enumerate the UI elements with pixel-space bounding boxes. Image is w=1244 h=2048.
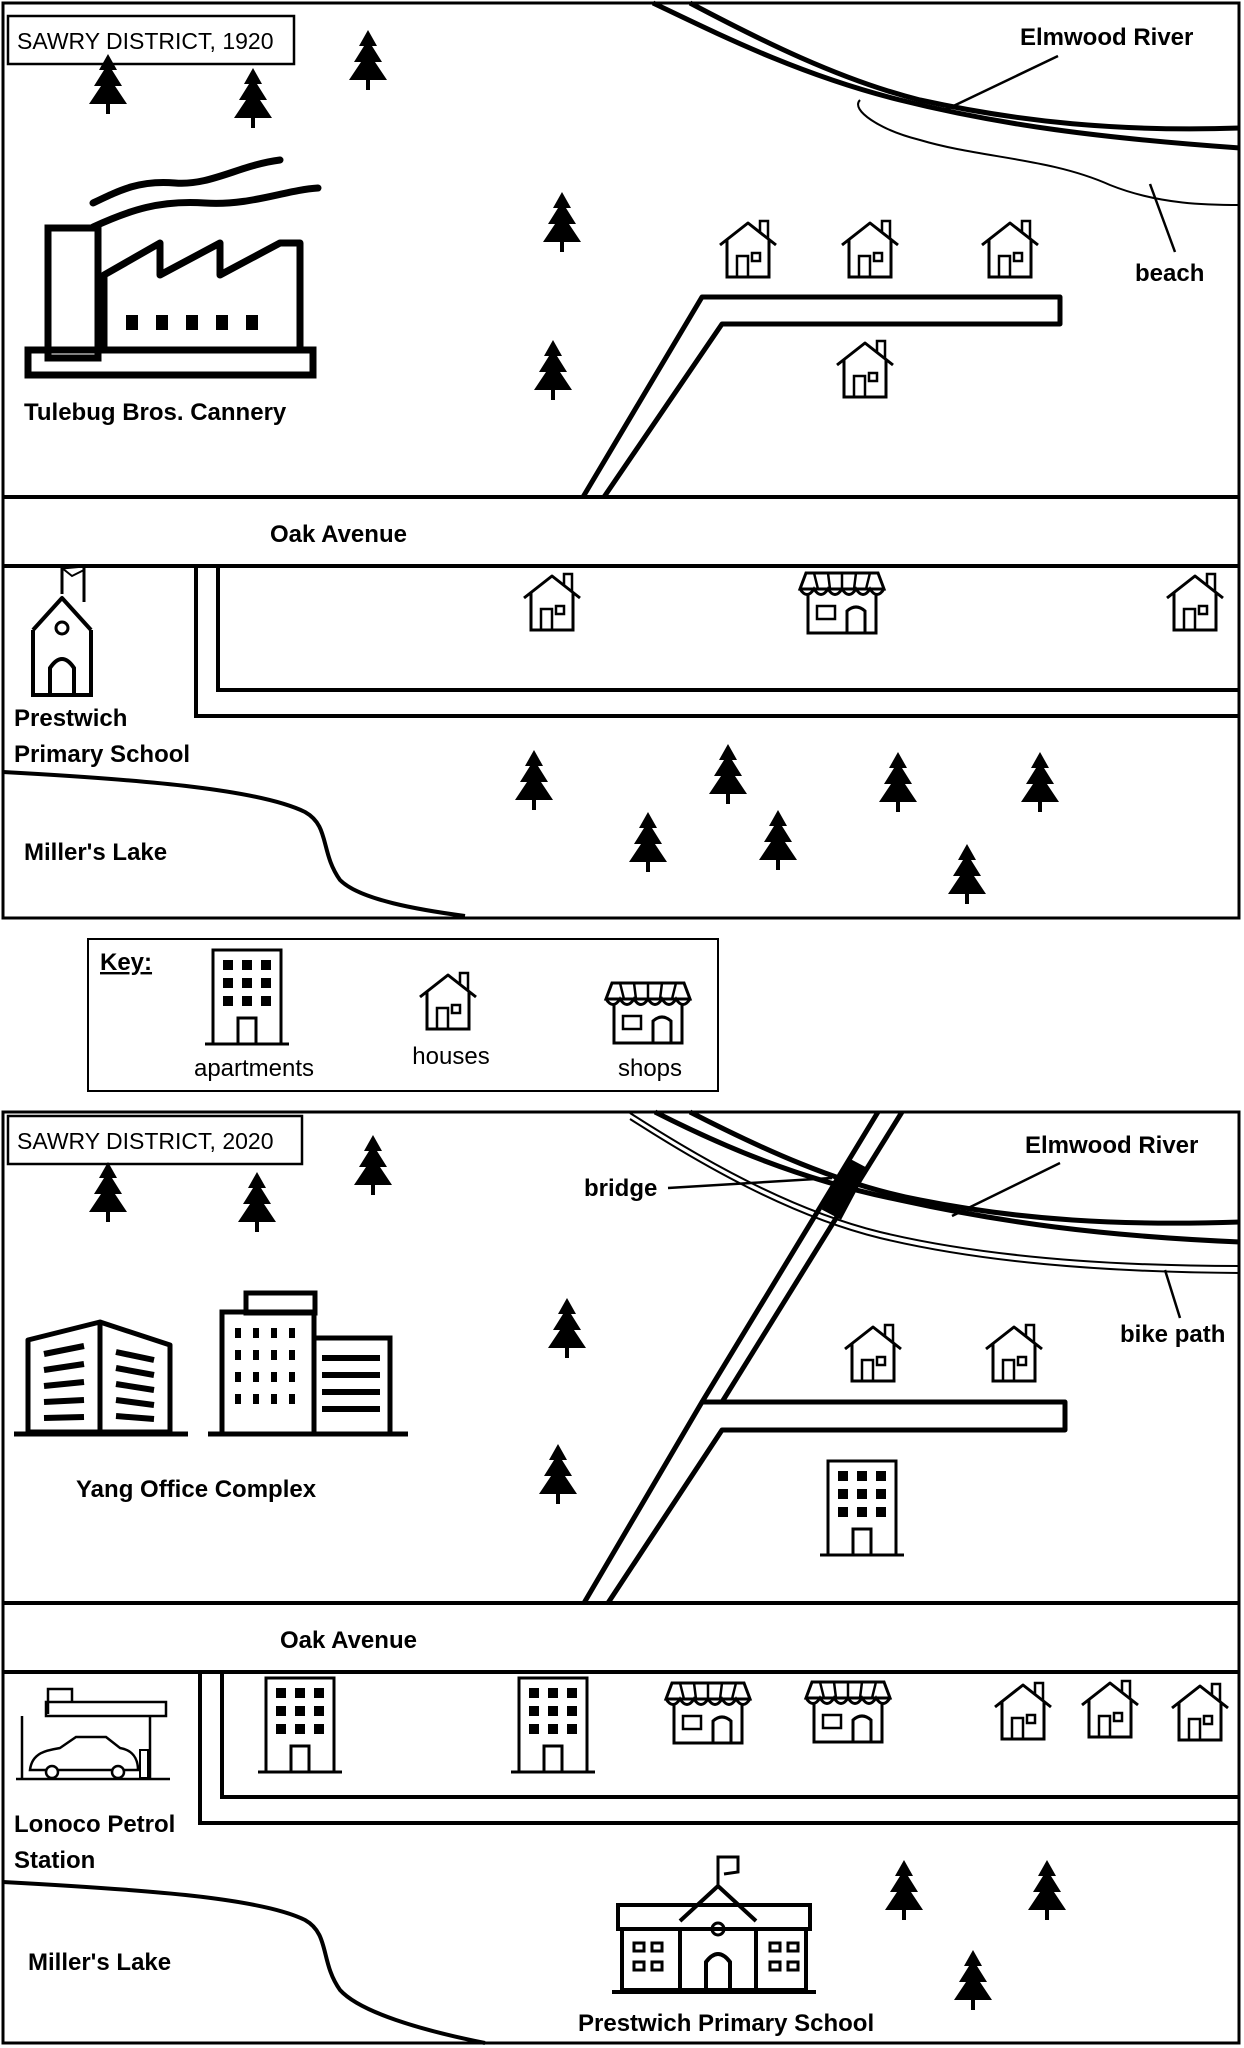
house-icon	[1080, 1679, 1140, 1739]
house-icon	[1170, 1682, 1230, 1742]
tree	[948, 844, 986, 904]
key-houses-label: houses	[412, 1043, 489, 1070]
house-icon	[980, 219, 1040, 279]
school-icon-1920	[31, 564, 93, 697]
office-complex-label: Yang Office Complex	[76, 1476, 317, 1503]
key-heading: Key:	[100, 949, 152, 976]
elmwood-river-2020	[629, 1109, 1241, 1274]
apartment-icon	[818, 1459, 906, 1557]
shop-icon	[664, 1681, 752, 1745]
side-road-2020	[581, 1110, 1068, 1605]
tree	[885, 1860, 923, 1920]
elmwood-river-1920	[651, 0, 1241, 206]
tree	[1021, 752, 1059, 812]
map-2020-frame	[1, 1110, 1241, 2045]
side-road-1920	[580, 294, 1063, 499]
elmwood-river-label-1920: Elmwood River	[1020, 24, 1193, 51]
house-icon	[835, 339, 895, 399]
shop-icon	[798, 571, 886, 635]
shops-icon	[604, 981, 692, 1045]
tree	[543, 192, 581, 252]
house-icon	[718, 219, 778, 279]
house-icon	[984, 1323, 1044, 1383]
trees-2020	[89, 1135, 1066, 2010]
key-apartments-label: apartments	[194, 1055, 314, 1082]
lake-label-2020: Miller's Lake	[28, 1949, 171, 1976]
map-1920-frame	[1, 1, 1241, 920]
school-label-1920: Prestwich Primary School	[14, 705, 190, 768]
tree	[354, 1135, 392, 1195]
bridge-icon	[821, 1158, 869, 1220]
house-icon	[522, 572, 582, 632]
tree	[759, 810, 797, 870]
apartments-icon	[203, 948, 291, 1046]
elmwood-river-label-2020: Elmwood River	[1025, 1132, 1198, 1159]
house-icon	[840, 219, 900, 279]
tree	[89, 1162, 127, 1222]
tree	[349, 30, 387, 90]
apartment-icon	[256, 1676, 344, 1774]
tree	[879, 752, 917, 812]
tree	[954, 1950, 992, 2010]
school-label-2020: Prestwich Primary School	[578, 2010, 874, 2037]
bridge-label: bridge	[584, 1175, 657, 1202]
bike-path-label: bike path	[1120, 1321, 1225, 1348]
tree	[515, 750, 553, 810]
houses-icon	[418, 971, 478, 1031]
apartment-icon	[509, 1676, 597, 1774]
office-complex-icon	[14, 1290, 408, 1437]
cannery-label: Tulebug Bros. Cannery	[24, 399, 287, 426]
oak-avenue-label-2020: Oak Avenue	[280, 1627, 417, 1654]
oak-avenue-label-1920: Oak Avenue	[270, 521, 407, 548]
tree	[709, 744, 747, 804]
school-icon-2020	[612, 1855, 816, 1994]
tree	[548, 1298, 586, 1358]
trees-1920	[89, 30, 1059, 904]
petrol-station-icon	[16, 1687, 170, 1781]
key-shops-label: shops	[618, 1055, 682, 1082]
lake-label-1920: Miller's Lake	[24, 839, 167, 866]
beach-label: beach	[1135, 260, 1204, 287]
tree	[629, 812, 667, 872]
house-icon	[993, 1681, 1053, 1741]
petrol-station-label: Lonoco Petrol Station	[14, 1811, 182, 1874]
map-2020-title: SAWRY DISTRICT, 2020	[17, 1128, 274, 1154]
tree	[1028, 1860, 1066, 1920]
house-icon	[843, 1323, 903, 1383]
tree	[238, 1172, 276, 1232]
map-1920: SAWRY DISTRICT, 1920 Elmwood River beach	[1, 0, 1241, 920]
tree	[539, 1444, 577, 1504]
map-2020: SAWRY DISTRICT, 2020 Elmwood River bike …	[1, 1109, 1241, 2045]
map-1920-title: SAWRY DISTRICT, 1920	[17, 28, 274, 54]
house-icon	[1165, 572, 1225, 632]
cannery-icon	[24, 156, 322, 379]
tree	[234, 68, 272, 128]
map-key: Key: apartments houses shops	[87, 938, 719, 1092]
shop-icon	[804, 1680, 892, 1744]
tree	[534, 340, 572, 400]
